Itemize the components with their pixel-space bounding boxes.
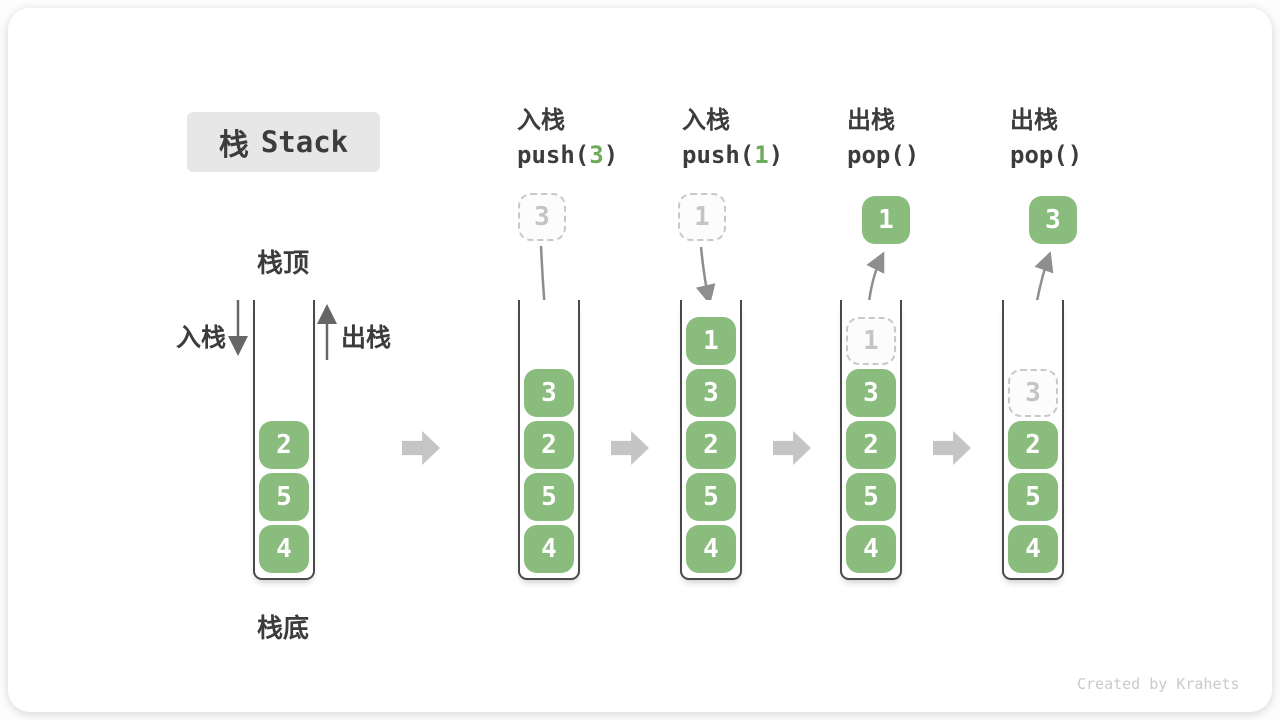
code-text: push(	[517, 141, 590, 169]
code-text: )	[603, 141, 619, 169]
operation-label: 出栈	[1010, 107, 1058, 134]
operation-code: pop()	[1010, 138, 1082, 172]
step-arrow-icon	[933, 431, 971, 465]
floating-value-box-push-1: 1	[678, 193, 726, 241]
push-1-curve-arrow-icon	[695, 246, 716, 305]
stack-item: 5	[259, 473, 309, 521]
credit-text: Created by Krahets	[1077, 675, 1240, 693]
operation-code: pop()	[847, 138, 919, 172]
stack-item: 4	[259, 525, 309, 573]
floating-value-box-push-3: 3	[518, 193, 566, 241]
code-text: push(	[682, 141, 755, 169]
code-argument: 3	[589, 141, 604, 169]
stack-item: 5	[686, 473, 736, 521]
popped-slot-placeholder: 3	[1008, 369, 1058, 417]
stack-item: 4	[1008, 525, 1058, 573]
stack-item: 1	[686, 317, 736, 365]
stack-item: 5	[846, 473, 896, 521]
stack-item: 2	[259, 421, 309, 469]
popped-slot-placeholder: 1	[846, 317, 896, 365]
stage-header-push-3: 入栈 push(3)	[517, 106, 618, 172]
stack-item: 4	[524, 525, 574, 573]
stage-header-push-1: 入栈 push(1)	[682, 106, 783, 172]
title-badge: 栈 Stack	[187, 112, 380, 172]
operation-code: push(1)	[682, 138, 783, 172]
stack-item: 2	[1008, 421, 1058, 469]
stack-top-label: 栈顶	[256, 248, 309, 278]
floating-value-box-pop-3: 3	[1029, 196, 1077, 244]
stack-item: 4	[846, 525, 896, 573]
stack-item: 3	[524, 369, 574, 417]
floating-value-box-pop-1: 1	[862, 196, 910, 244]
step-arrow-icon	[611, 431, 649, 465]
code-argument: 1	[754, 141, 769, 169]
stack-item: 4	[686, 525, 736, 573]
title-en: Stack	[260, 125, 349, 159]
stage-header-pop-3: 出栈 pop()	[1010, 106, 1082, 172]
operation-label: 入栈	[682, 107, 730, 134]
stack-item: 3	[686, 369, 736, 417]
stack-item: 2	[686, 421, 736, 469]
stack-item: 5	[1008, 473, 1058, 521]
pop-side-label: 出栈	[341, 324, 392, 352]
code-text: pop()	[1010, 141, 1083, 169]
stack-item: 2	[846, 421, 896, 469]
stack-bottom-label: 栈底	[256, 613, 309, 643]
stack-item: 3	[846, 369, 896, 417]
code-text: pop()	[847, 141, 920, 169]
operation-label: 出栈	[847, 107, 895, 134]
step-arrow-icon	[773, 431, 811, 465]
step-arrow-icon	[402, 431, 440, 465]
title-zh: 栈	[218, 129, 249, 162]
operation-code: push(3)	[517, 138, 618, 172]
stack-item: 2	[524, 421, 574, 469]
push-side-label: 入栈	[175, 324, 226, 352]
code-text: )	[768, 141, 784, 169]
stage-header-pop-1: 出栈 pop()	[847, 106, 919, 172]
operation-label: 入栈	[517, 107, 565, 134]
stack-item: 5	[524, 473, 574, 521]
